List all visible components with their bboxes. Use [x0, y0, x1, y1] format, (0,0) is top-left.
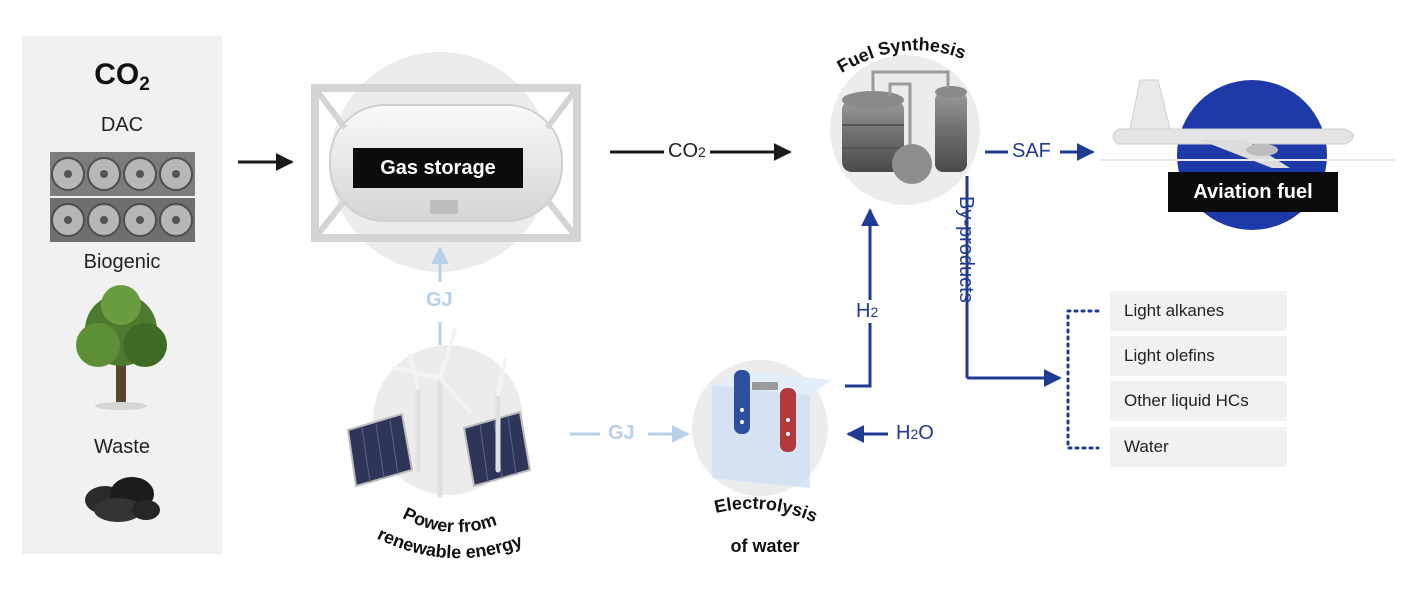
gas-storage-label: Gas storage [353, 148, 523, 188]
co2-flow-label: CO2 [664, 140, 710, 163]
waste-bags-illustration [85, 477, 160, 522]
co2-source-title: CO2 [94, 58, 150, 95]
h2o-flow-label: H2O [892, 422, 938, 445]
electrolysis-label-line2: of water [730, 536, 799, 556]
source-biogenic-label: Biogenic [83, 251, 161, 273]
fuel-synthesis-plant-illustration [830, 55, 980, 205]
dac-fans-illustration [50, 152, 195, 242]
electrolysis-label-line1: Electrolysis [712, 493, 820, 526]
byproduct-light-alkanes: Light alkanes [1110, 291, 1287, 331]
h2-up-arrow [845, 208, 879, 388]
source-dac-label: DAC [100, 114, 144, 136]
byproduct-light-olefins: Light olefins [1110, 336, 1287, 376]
byproducts-bracket [1066, 309, 1100, 450]
source-waste-label: Waste [94, 436, 150, 458]
saf-flow-label: SAF [1008, 140, 1055, 163]
gj-right-label: GJ [604, 422, 639, 445]
h2-flow-label: H2 [852, 300, 883, 323]
gj-up-label: GJ [422, 289, 457, 312]
byproduct-water: Water [1110, 427, 1287, 467]
tree-illustration [76, 285, 167, 410]
byproduct-other-liquid-hcs: Other liquid HCs [1110, 381, 1287, 421]
renewable-energy-illustration [346, 328, 532, 498]
byproducts-label: By-products [955, 196, 977, 303]
electrolysis-illustration [692, 360, 832, 496]
power-label-line1: Power from [400, 503, 499, 536]
aviation-fuel-label: Aviation fuel [1168, 172, 1338, 212]
